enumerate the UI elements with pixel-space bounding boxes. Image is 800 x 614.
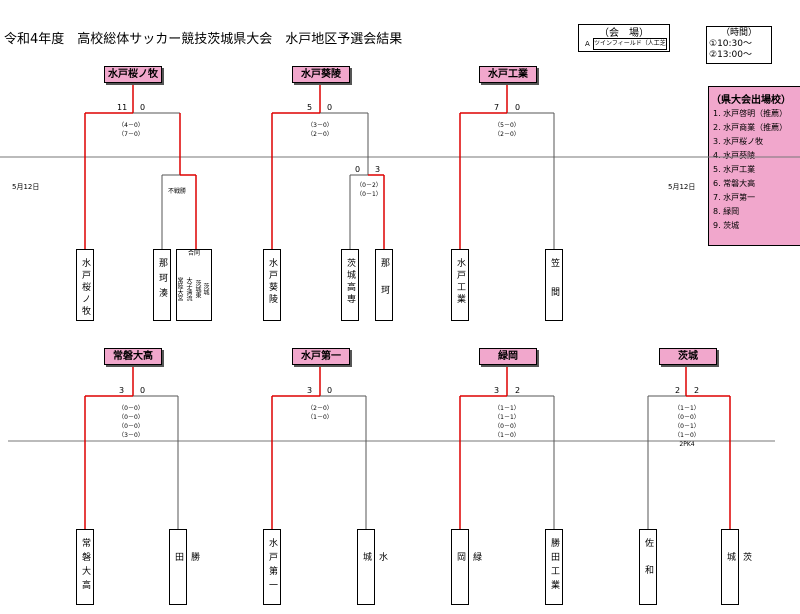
score-detail: （1－1）（1－1）（0－0）（1－0） xyxy=(494,405,520,439)
team-box: 茨城 xyxy=(721,529,751,605)
winner-label: 水戸葵陵 xyxy=(292,66,350,83)
time-box: （時間） ①10:30～ ②13:00～ xyxy=(706,26,772,64)
team-name: 佐和 xyxy=(643,538,653,592)
team-box: 水城 xyxy=(357,529,387,605)
team-box: 那珂 xyxy=(375,249,393,321)
combined-team-member: 常陸大宮 xyxy=(176,277,183,301)
combined-team-member: 大子清流 xyxy=(185,277,192,301)
score-right: 0 xyxy=(140,103,146,112)
score-detail: （3－0）（2－0） xyxy=(307,122,333,138)
score-detail: （5－0）（2－0） xyxy=(494,122,520,138)
date-label: 5月12日 xyxy=(12,183,40,191)
team-box: 常磐大高 xyxy=(76,529,94,605)
winner-label: 緑岡 xyxy=(479,348,537,365)
qualifiers-box: （県大会出場校） 1. 水戸啓明（推薦） 2. 水戸商業（推薦） 3. 水戸桜ノ… xyxy=(708,86,800,246)
score-right: 2 xyxy=(515,386,521,395)
combined-team-heading: 合同 xyxy=(187,250,200,257)
team-name: 緑岡 xyxy=(455,551,481,591)
team-box: 勝田工業 xyxy=(545,529,563,605)
score-right: 2 xyxy=(694,386,700,395)
team-box: 緑岡 xyxy=(451,529,481,605)
score-detail: （4－0）（7－0） xyxy=(118,122,144,138)
winner-label: 常磐大高 xyxy=(104,348,162,365)
team-box: 那珂湊 xyxy=(153,249,171,321)
score-left: 7 xyxy=(494,103,500,112)
team-name: 水戸工業 xyxy=(455,258,465,306)
combined-team-box: 合同 常陸大宮 大子清流 茨城東 茨城 xyxy=(176,249,212,321)
score-left: 0 xyxy=(355,165,361,174)
venue-box: （会 場） A ツインフィールド（人工芝） xyxy=(578,24,670,52)
team-name: 那珂湊 xyxy=(157,258,167,303)
score-left: 3 xyxy=(494,386,500,395)
venue-heading: （会 場） xyxy=(599,28,649,39)
score-detail: （2－0）（1－0） xyxy=(307,405,333,421)
qualifier-item: 8. 緑岡 xyxy=(713,207,740,216)
qualifier-item: 5. 水戸工業 xyxy=(713,165,756,174)
team-name: 茨城 xyxy=(725,551,751,591)
page-title: 令和4年度 高校総体サッカー競技茨城県大会 水戸地区予選会結果 xyxy=(4,32,403,47)
score-detail: （0－2）（0－1） xyxy=(356,182,382,198)
score-right: 0 xyxy=(327,103,333,112)
score-left: 3 xyxy=(119,386,125,395)
score-left: 5 xyxy=(307,103,313,112)
combined-team-member: 茨城 xyxy=(202,283,209,295)
qualifier-item: 2. 水戸商業（推薦） xyxy=(713,123,788,132)
score-left: 11 xyxy=(117,103,128,112)
team-box: 水戸第一 xyxy=(263,529,281,605)
qualifier-item: 9. 茨城 xyxy=(713,221,740,230)
team-name: 笠間 xyxy=(549,258,559,316)
winner-label: 水戸桜ノ牧 xyxy=(104,66,162,83)
winner-label: 水戸工業 xyxy=(479,66,537,83)
team-name: 水城 xyxy=(361,551,387,591)
forfeit-label: 不戦勝 xyxy=(168,188,187,195)
date-label: 5月12日 xyxy=(668,183,696,191)
time-slot-1: ①10:30～ xyxy=(709,39,753,49)
qualifier-item: 1. 水戸啓明（推薦） xyxy=(713,109,788,118)
qualifier-item: 6. 常磐大高 xyxy=(713,179,756,188)
venue-key: A xyxy=(585,40,590,48)
qualifiers-heading: （県大会出場校） xyxy=(711,95,791,106)
team-name: 常磐大高 xyxy=(80,538,90,594)
team-box: 水戸工業 xyxy=(451,249,469,321)
score-left: 3 xyxy=(307,386,313,395)
team-name: 那珂 xyxy=(379,258,389,312)
qualifier-item: 7. 水戸第一 xyxy=(713,193,756,202)
score-left: 2 xyxy=(675,386,681,395)
team-box: 水戸葵陵 xyxy=(263,249,281,321)
qualifier-item: 3. 水戸桜ノ牧 xyxy=(713,137,764,146)
team-box: 茨城高専 xyxy=(341,249,359,321)
team-name: 水戸桜ノ牧 xyxy=(80,258,90,318)
score-right: 0 xyxy=(515,103,521,112)
winner-label: 水戸第一 xyxy=(292,348,350,365)
team-box: 笠間 xyxy=(545,249,563,321)
team-name: 茨城高専 xyxy=(345,258,355,306)
score-right: 0 xyxy=(327,386,333,395)
team-box: 佐和 xyxy=(639,529,657,605)
score-right: 3 xyxy=(375,165,381,174)
winner-label: 茨城 xyxy=(659,348,717,365)
team-name: 水戸葵陵 xyxy=(267,258,277,306)
team-name: 勝田工業 xyxy=(549,538,559,594)
time-slot-2: ②13:00～ xyxy=(709,50,753,60)
score-detail: （1－1）（0－0）（0－1）（1－0）2PK4 xyxy=(674,405,700,448)
qualifier-item: 4. 水戸葵陵 xyxy=(713,151,756,160)
team-box: 勝田 xyxy=(169,529,199,605)
venue-name: ツインフィールド（人工芝） xyxy=(593,38,667,50)
team-name: 勝田 xyxy=(173,551,199,591)
time-heading: （時間） xyxy=(720,28,757,38)
team-box: 水戸桜ノ牧 xyxy=(76,249,94,321)
combined-team-member: 茨城東 xyxy=(194,280,201,298)
team-name: 水戸第一 xyxy=(267,538,277,594)
score-detail: （0－0）（0－0）（0－0）（3－0） xyxy=(118,405,144,439)
score-right: 0 xyxy=(140,386,146,395)
